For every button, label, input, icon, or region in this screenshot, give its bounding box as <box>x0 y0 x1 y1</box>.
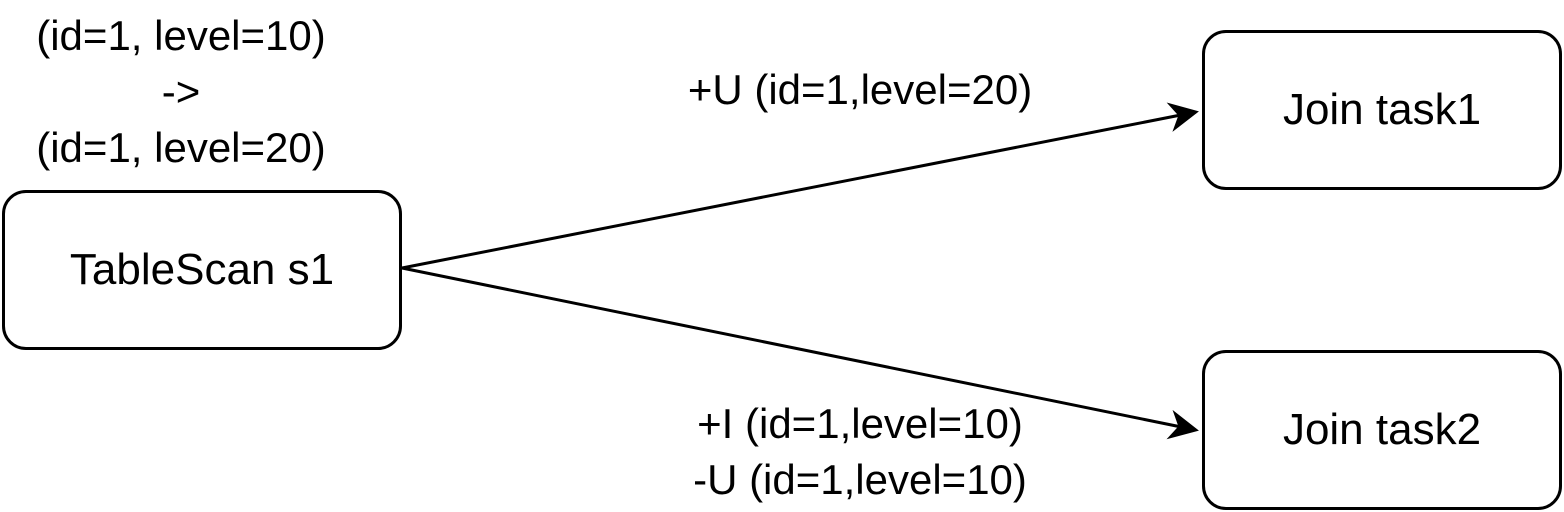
join-task1-node[interactable]: Join task1 <box>1202 30 1562 190</box>
state-change-annotation: (id=1, level=10) -> (id=1, level=20) <box>0 8 362 176</box>
edge-join2-label-line-1: +I (id=1,level=10) <box>697 400 1023 447</box>
tablescan-node-label: TableScan s1 <box>69 245 335 294</box>
tablescan-node[interactable]: TableScan s1 <box>2 190 402 350</box>
edge-join2-label-line-2: -U (id=1,level=10) <box>693 456 1027 503</box>
state-to-text: (id=1, level=20) <box>36 124 326 171</box>
edge-join1-label: +U (id=1,level=20) <box>600 62 1120 118</box>
edge-join2-label: +I (id=1,level=10) -U (id=1,level=10) <box>600 396 1120 508</box>
state-from-text: (id=1, level=10) <box>36 12 326 59</box>
edge-join1-label-text: +U (id=1,level=20) <box>687 66 1033 113</box>
join-task2-node[interactable]: Join task2 <box>1202 350 1562 510</box>
state-arrow-text: -> <box>161 68 201 115</box>
edge-source-to-join1 <box>401 102 1199 270</box>
join-task2-node-label: Join task2 <box>1282 405 1482 454</box>
join-task1-node-label: Join task1 <box>1282 85 1482 134</box>
